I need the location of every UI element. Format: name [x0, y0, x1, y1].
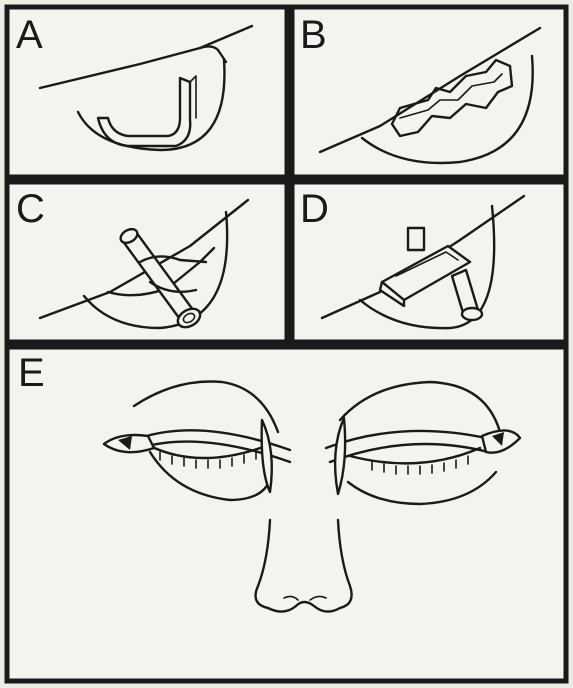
panel-d: D [292, 182, 566, 342]
panel-a-frame [7, 7, 287, 177]
panel-b: B [292, 7, 566, 177]
panel-e: E [7, 347, 566, 681]
panel-b-label: B [300, 13, 327, 57]
panel-b-frame [292, 7, 566, 177]
panel-d-label: D [300, 187, 329, 231]
panel-a: A [7, 7, 287, 177]
panel-d-stub-upper [408, 228, 424, 250]
panel-e-frame [7, 347, 566, 681]
panel-e-label: E [18, 351, 45, 395]
panel-c: C [7, 182, 287, 342]
panel-a-label: A [16, 13, 43, 57]
panel-c-label: C [16, 187, 45, 231]
panel-d-rod-end [462, 308, 482, 320]
